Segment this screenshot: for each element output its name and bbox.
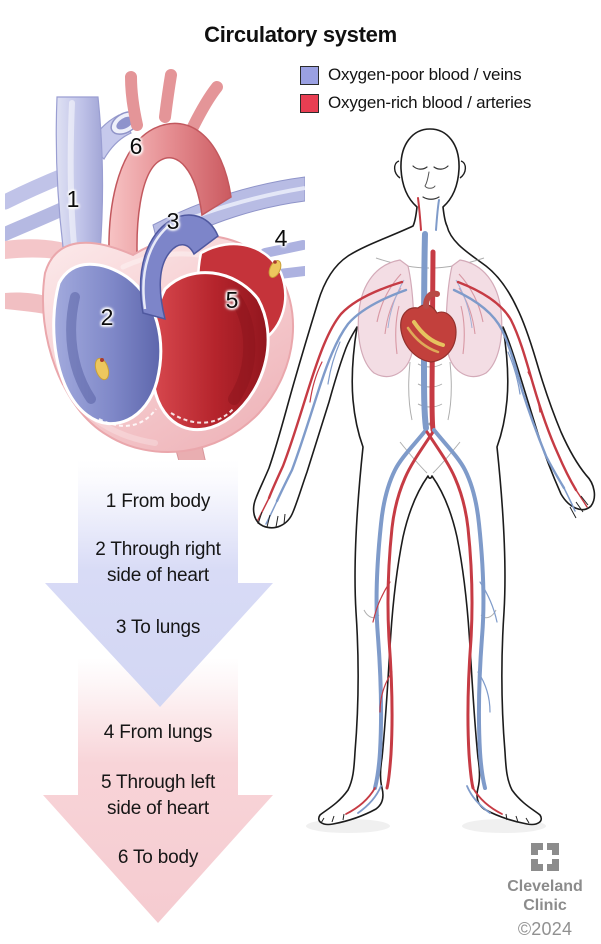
artery-color-swatch-icon	[300, 93, 319, 113]
arterial-flow-arrow	[43, 658, 273, 923]
heart-label-4: 4	[274, 225, 288, 251]
flow-step-6-to-body: 6 To body	[117, 847, 199, 868]
flow-step-5-through-left-heart: 5 Through left side of heart	[100, 772, 216, 819]
footer-brand: Cleveland Clinic ©2024	[493, 843, 597, 940]
brand-name-line2: Clinic	[523, 897, 567, 914]
heart-label-6: 6	[129, 133, 143, 159]
legend-label-arteries: Oxygen-rich blood / arteries	[328, 93, 532, 112]
page-title: Circulatory system	[204, 22, 397, 47]
flow-step-4-from-lungs: 4 From lungs	[103, 722, 213, 743]
vein-color-swatch-icon	[300, 65, 319, 85]
legend-item-arteries: Oxygen-rich blood / arteries	[300, 93, 531, 113]
copyright-text: ©2024	[517, 919, 573, 939]
heart-label-5: 5	[225, 287, 239, 313]
legend-label-veins: Oxygen-poor blood / veins	[328, 65, 522, 84]
heart-illustration	[5, 69, 305, 467]
legend: Oxygen-poor blood / veins Oxygen-rich bl…	[300, 65, 531, 121]
heart-label-1: 1	[66, 186, 80, 212]
heart-label-2: 2	[100, 304, 114, 330]
body-illustration	[252, 128, 596, 833]
flow-step-3-to-lungs: 3 To lungs	[115, 617, 201, 638]
flow-step-1-from-body: 1 From body	[105, 491, 211, 512]
brand-name-line1: Cleveland	[507, 878, 583, 895]
legend-item-veins: Oxygen-poor blood / veins	[300, 65, 531, 85]
cleveland-clinic-logo-icon	[531, 843, 559, 871]
heart-label-3: 3	[166, 208, 180, 234]
flow-step-2-through-right-heart: 2 Through right side of heart	[95, 539, 221, 586]
venous-flow-arrow	[45, 460, 273, 707]
